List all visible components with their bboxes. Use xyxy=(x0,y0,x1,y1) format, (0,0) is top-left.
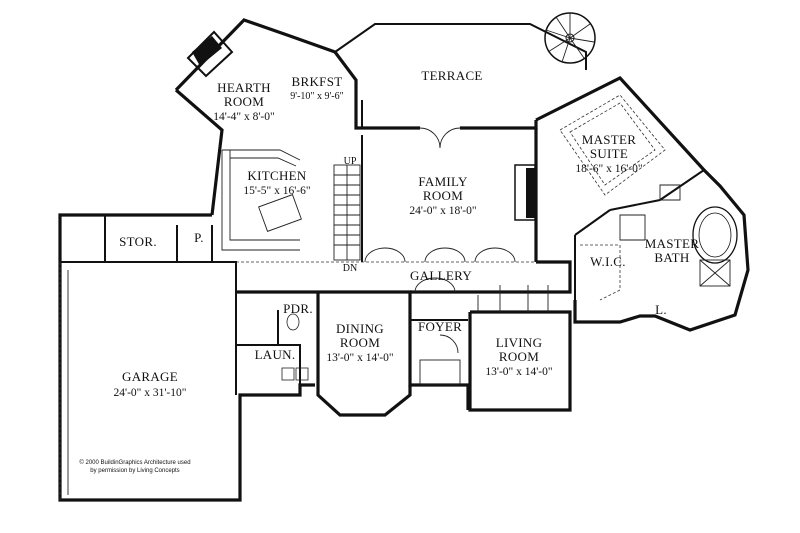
copyright-line-1: © 2000 BuildinGraphics Architecture used xyxy=(79,459,190,466)
pantry-label: P. xyxy=(194,230,204,245)
kitchen-dim: 15'-5" x 16'-6" xyxy=(243,185,310,197)
garage-label: GARAGE xyxy=(122,369,178,384)
interior-details xyxy=(59,12,738,500)
hearth-room-dim: 14'-4" x 8'-0" xyxy=(213,111,274,123)
wic-label: W.I.C. xyxy=(590,254,626,269)
kitchen-label: KITCHEN xyxy=(247,168,306,183)
laundry-label: LAUN. xyxy=(255,347,296,362)
garage-dim: 24'-0" x 31'-10" xyxy=(114,387,187,399)
powder-room-label: PDR. xyxy=(283,301,313,316)
copyright-note: © 2000 BuildinGraphics Architecture used… xyxy=(79,459,190,474)
stair-down-label: DN xyxy=(343,263,357,274)
master-bath-label-2: BATH xyxy=(654,250,689,265)
family-room-label-2: ROOM xyxy=(423,188,463,203)
exterior-walls xyxy=(58,18,750,502)
hearth-room-label: HEARTH xyxy=(217,80,271,95)
brkfst-label: BRKFST xyxy=(292,74,343,89)
hearth-room-label-2: ROOM xyxy=(224,94,264,109)
linen-label: L. xyxy=(655,302,667,317)
family-room-dim: 24'-0" x 18'-0" xyxy=(409,205,476,217)
master-bath-label: MASTER xyxy=(645,236,700,251)
family-room-label: FAMILY xyxy=(418,174,468,189)
living-room-label: LIVING xyxy=(496,335,543,350)
stair-up-label: UP xyxy=(344,156,357,167)
master-suite-label-2: SUITE xyxy=(590,146,628,161)
master-suite-label: MASTER xyxy=(582,132,637,147)
dining-room-label: DINING xyxy=(336,321,384,336)
dining-room-label-2: ROOM xyxy=(340,335,380,350)
gallery-label: GALLERY xyxy=(410,268,472,283)
storage-label: STOR. xyxy=(119,234,157,249)
living-room-label-2: ROOM xyxy=(499,349,539,364)
master-suite-dim: 18'-6" x 16'-0" xyxy=(575,163,642,175)
terrace-label: TERRACE xyxy=(421,68,482,83)
room-labels: HEARTH ROOM 14'-4" x 8'-0" BRKFST 9'-10"… xyxy=(114,68,700,399)
main-stair xyxy=(333,164,361,261)
copyright-line-2: by permission by Living Concepts xyxy=(90,468,179,474)
living-room-dim: 13'-0" x 14'-0" xyxy=(485,366,552,378)
brkfst-dim: 9'-10" x 9'-6" xyxy=(290,91,343,102)
dining-room-dim: 13'-0" x 14'-0" xyxy=(326,352,393,364)
foyer-label: FOYER xyxy=(418,319,462,334)
